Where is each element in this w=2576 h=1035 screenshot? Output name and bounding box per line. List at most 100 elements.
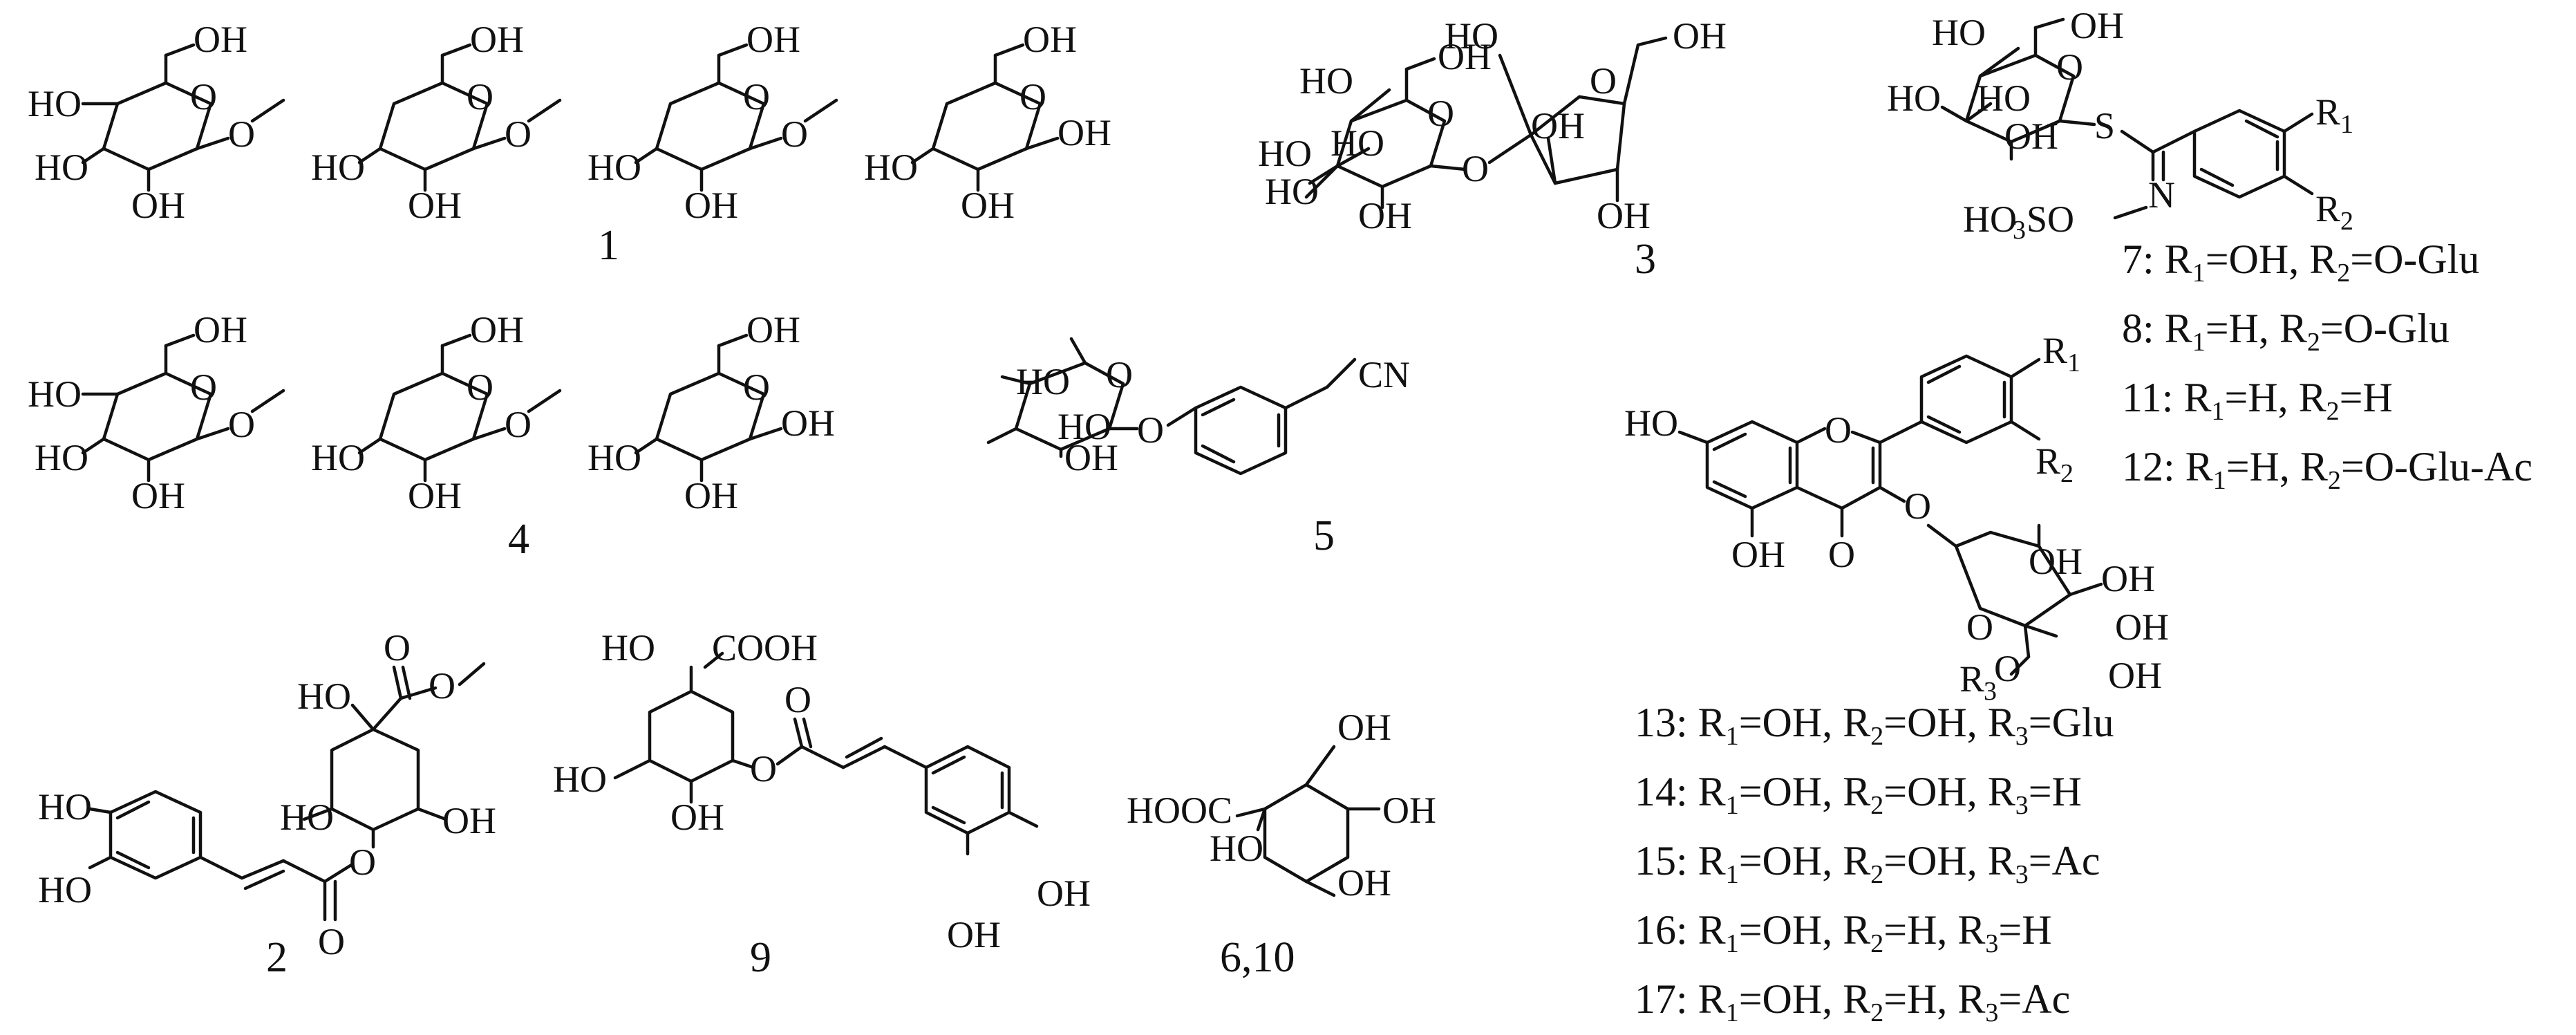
- oh-label: OH: [781, 402, 835, 444]
- oh-label: OH: [408, 185, 462, 226]
- svg-text:3: 3: [1984, 677, 1997, 706]
- oh-label: OH: [1037, 873, 1091, 914]
- oh-label: OH: [1337, 862, 1391, 904]
- ether-oxygen: O: [1994, 648, 2021, 689]
- oh-label: OH: [1337, 707, 1391, 748]
- legend-row: 14: R1=OH, R2=OH, R3=H: [1635, 769, 2082, 820]
- oh-label: OH: [2108, 655, 2162, 696]
- glycosidic-oxygen: O: [228, 404, 255, 445]
- ho-label: HO: [1057, 406, 1111, 447]
- ring-oxygen: O: [190, 76, 217, 118]
- oh-label: OH: [1382, 790, 1436, 831]
- structure-3: O OH HO HO HO HO OH O O HO OH OH OH: [1258, 15, 1727, 236]
- label-compound-3: 3: [1635, 236, 1656, 283]
- ho-label: HO: [1445, 15, 1498, 57]
- glycosidic-oxygen: O: [1904, 485, 1931, 527]
- cyano-label: CN: [1358, 354, 1410, 395]
- ring-oxygen: O: [1966, 606, 1993, 648]
- legend-row: 17: R1=OH, R2=H, R3=Ac: [1635, 976, 2070, 1027]
- oh-label: OH: [408, 475, 462, 516]
- ho-label: HO: [311, 147, 365, 188]
- ho-label: HO: [38, 869, 92, 911]
- ring-oxygen: O: [743, 366, 770, 408]
- label-compound-4: 4: [508, 516, 529, 563]
- oh-label: OH: [1064, 437, 1118, 478]
- ho-label: HO: [280, 796, 334, 838]
- oh-label: OH: [1531, 105, 1585, 147]
- oh-label: OH: [2029, 541, 2083, 582]
- legend-row: 13: R1=OH, R2=OH, R3=Glu: [1635, 700, 2114, 751]
- label-compound-5: 5: [1313, 512, 1335, 559]
- glycosidic-oxygen: O: [228, 113, 255, 155]
- legend-row: 12: R1=H, R2=O-Glu-Ac: [2122, 444, 2532, 495]
- ho-label: HO: [601, 627, 655, 669]
- oh-label: OH: [1057, 112, 1111, 153]
- ho-label: HO: [35, 147, 88, 188]
- glycosidic-oxygen: O: [505, 113, 532, 155]
- legend-row: 8: R1=H, R2=O-Glu: [2122, 306, 2450, 357]
- r2-label: R: [2036, 440, 2060, 482]
- label-compound-6-10: 6,10: [1220, 934, 1295, 981]
- label-compound-1: 1: [598, 222, 619, 269]
- oh-label: OH: [2070, 5, 2124, 46]
- ho-label: HO: [864, 147, 918, 188]
- ho-label: HO: [28, 83, 82, 124]
- oh-label: OH: [746, 19, 800, 60]
- ho-label: HO: [1210, 828, 1263, 869]
- r3-label: R: [1959, 658, 1984, 700]
- structure-flavonol: HO OH O O O R 1 R 2 O OH OH OH OH: [1624, 330, 2169, 706]
- carbonyl-oxygen: O: [318, 921, 345, 962]
- legend-flavonols: 13: R1=OH, R2=OH, R3=Glu 14: R1=OH, R2=OH…: [1635, 700, 2114, 1027]
- ring-oxygen: O: [190, 366, 217, 408]
- ho-label: HO: [1299, 60, 1353, 102]
- oh-label: OH: [670, 796, 724, 838]
- ho-label: HO: [1016, 361, 1070, 402]
- ester-oxygen: O: [750, 748, 777, 790]
- oh-label: OH: [947, 914, 1001, 955]
- ho-label: HO: [28, 373, 82, 415]
- ring-oxygen: O: [467, 366, 493, 408]
- oh-label: OH: [1673, 15, 1727, 57]
- oh-label: OH: [194, 19, 247, 60]
- cooh-label: COOH: [712, 627, 818, 669]
- ho-label: HO: [587, 147, 641, 188]
- oh-label: OH: [2115, 606, 2169, 648]
- ring-oxygen: O: [1106, 354, 1133, 395]
- oh-label: OH: [2004, 115, 2058, 157]
- ho-label: HO: [1265, 171, 1319, 212]
- ho-label: HO: [35, 437, 88, 478]
- ho-label: HO: [553, 758, 607, 800]
- ho3so-label: HO: [1963, 198, 2017, 240]
- hooc-label: HOOC: [1127, 790, 1232, 831]
- ring-oxygen: O: [467, 76, 493, 118]
- structure-6-10: HOOC HO OH OH OH: [1127, 707, 1436, 904]
- oh-label: OH: [194, 309, 247, 351]
- label-compound-9: 9: [750, 934, 771, 981]
- oh-label: OH: [470, 19, 524, 60]
- carbonyl-oxygen: O: [384, 627, 411, 669]
- oh-label: OH: [684, 475, 738, 516]
- oh-label: OH: [1023, 19, 1077, 60]
- legend-row: 15: R1=OH, R2=OH, R3=Ac: [1635, 838, 2100, 889]
- r2-label: R: [2315, 188, 2340, 230]
- structure-2: HO HO O O HO OH HO O O: [38, 627, 496, 962]
- ester-oxygen: O: [349, 841, 376, 883]
- ester-oxygen: O: [429, 665, 455, 707]
- r1-label: R: [2042, 330, 2067, 371]
- ring-oxygen: O: [1825, 409, 1852, 451]
- svg-text:1: 1: [2340, 110, 2353, 139]
- oh-label: OH: [684, 185, 738, 226]
- ring-oxygen: O: [1590, 60, 1617, 102]
- structure-5: O HO HO OH O CN: [986, 337, 1410, 478]
- carbonyl-oxygen: O: [1828, 534, 1855, 575]
- ho-label: HO: [311, 437, 365, 478]
- legend-row: 7: R1=OH, R2=O-Glu: [2122, 236, 2479, 288]
- ho-label: HO: [1932, 12, 1986, 53]
- structure-9: HO COOH HO OH O O OH OH: [553, 627, 1091, 955]
- ring-oxygen: O: [2056, 46, 2083, 88]
- oh-label: OH: [1358, 195, 1412, 236]
- nitrogen-label: N: [2148, 174, 2175, 216]
